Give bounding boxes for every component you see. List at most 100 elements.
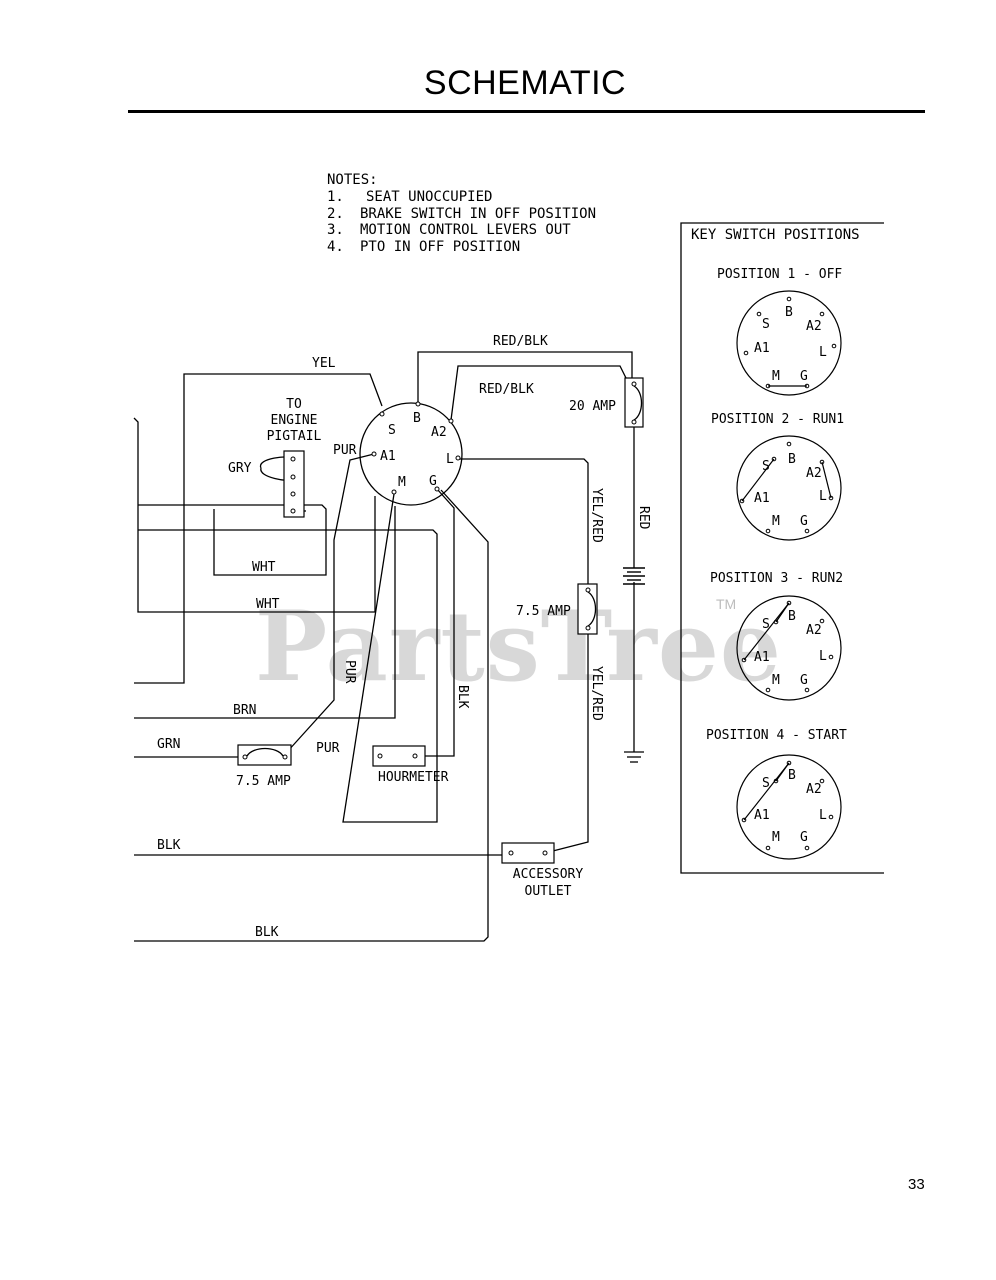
pigtail-pin [290, 508, 296, 514]
wire-red-blk-outer [417, 351, 633, 404]
label-pur-2: PUR [316, 741, 340, 756]
fuse-75l-body [237, 744, 292, 766]
svg-text:G: G [800, 830, 808, 845]
accessory-pin [542, 850, 548, 856]
wiring [133, 351, 635, 942]
svg-text:A1: A1 [754, 341, 770, 356]
terminal-a1-dot [371, 451, 377, 457]
note-text: BRAKE SWITCH IN OFF POSITION [360, 206, 596, 222]
hourmeter-pin [412, 753, 418, 759]
note-text: MOTION CONTROL LEVERS OUT [360, 222, 571, 238]
fuse-75l-pin [282, 754, 288, 760]
pigtail-label-2: ENGINE [271, 413, 318, 428]
pigtail-pin [290, 491, 296, 497]
accessory-outlet: ACCESSORY OUTLET [501, 842, 584, 899]
terminal-a2-dot [448, 418, 454, 424]
terminal-s-label: S [388, 423, 396, 438]
label-wht-2: WHT [256, 597, 280, 612]
pigtail-label-1: TO [286, 397, 302, 412]
svg-text:A1: A1 [754, 808, 770, 823]
fuse-20-pin [631, 419, 637, 425]
wire-labels: YEL RED/BLK RED/BLK PUR GRY WHT WHT BRN … [157, 334, 651, 940]
fuse-75l-pin [242, 754, 248, 760]
accessory-label-1: ACCESSORY [513, 867, 584, 882]
label-red-blk-2: RED/BLK [479, 382, 534, 397]
page-number: 33 [908, 1176, 925, 1193]
watermark-tm: TM [716, 596, 737, 612]
fuse-75-left-label: 7.5 AMP [236, 774, 291, 789]
position-3-label: POSITION 3 - RUN2 [710, 571, 843, 586]
engine-pigtail: TO ENGINE PIGTAIL [267, 397, 322, 518]
svg-text:G: G [800, 673, 808, 688]
svg-text:G: G [800, 514, 808, 529]
label-red-blk-1: RED/BLK [493, 334, 548, 349]
svg-text:L: L [819, 489, 827, 504]
svg-text:A1: A1 [754, 491, 770, 506]
hourmeter-label: HOURMETER [378, 770, 449, 785]
hourmeter-pin [377, 753, 383, 759]
svg-text:A1: A1 [754, 650, 770, 665]
terminal-m-label: M [398, 475, 406, 490]
wire-yel-red-1 [457, 458, 589, 586]
terminal-g-dot [434, 486, 440, 492]
label-grn: GRN [157, 737, 180, 752]
terminal-a1-label: A1 [380, 449, 396, 464]
pigtail-pin [290, 474, 296, 480]
fuse-75-left: 7.5 AMP [236, 744, 292, 789]
svg-text:L: L [819, 649, 827, 664]
wire-wht-outer [133, 417, 376, 613]
terminal-a2-label: A2 [431, 425, 447, 440]
key-switch-heading: KEY SWITCH POSITIONS [691, 227, 860, 243]
wire-pur-fuse [286, 453, 375, 753]
pigtail-pin [290, 456, 296, 462]
position-2-label: POSITION 2 - RUN1 [711, 412, 844, 427]
fuse-75r-pin [585, 625, 591, 631]
fuse-75-right-label: 7.5 AMP [516, 604, 571, 619]
svg-text:A2: A2 [806, 623, 822, 638]
accessory-body [501, 842, 555, 864]
label-brn: BRN [233, 703, 256, 718]
note-number: 1. [327, 189, 344, 205]
label-blk-1: BLK [157, 838, 181, 853]
label-blk-v: BLK [455, 685, 470, 709]
fuse-75r-element [587, 591, 597, 627]
note-number: 3. [327, 222, 344, 238]
label-wht-1: WHT [252, 560, 276, 575]
svg-text:M: M [772, 830, 780, 845]
label-red: RED [636, 506, 651, 530]
label-yel-red-1: YEL/RED [589, 488, 604, 543]
ignition-switch: S B A2 A1 L M G [359, 401, 463, 506]
label-pur-1: PUR [333, 443, 357, 458]
wire-red-blk-inner [450, 365, 629, 421]
svg-text:S: S [762, 617, 770, 632]
key-switch-frame [680, 222, 884, 874]
svg-text:G: G [800, 369, 808, 384]
svg-text:S: S [762, 459, 770, 474]
position-4-label: POSITION 4 - START [706, 728, 847, 743]
hourmeter: HOURMETER [372, 745, 449, 785]
accessory-pin [508, 850, 514, 856]
svg-text:M: M [772, 369, 780, 384]
note-text: PTO IN OFF POSITION [360, 239, 520, 255]
note-number: 2. [327, 206, 344, 222]
label-pur-3: PUR [342, 660, 357, 684]
wire-hourmeter-m [138, 493, 438, 823]
notes-block: NOTES: 1. SEAT UNOCCUPIED 2. BRAKE SWITC… [327, 172, 596, 255]
svg-text:S: S [762, 776, 770, 791]
ground-symbol [624, 751, 644, 763]
fuse-75r-pin [585, 587, 591, 593]
wire-brn [134, 506, 396, 719]
title-rule [128, 110, 925, 113]
position-1-label: POSITION 1 - OFF [717, 267, 842, 282]
fuse-75-right: 7.5 AMP [516, 583, 598, 635]
svg-text:B: B [788, 609, 796, 624]
svg-text:L: L [819, 808, 827, 823]
svg-text:B: B [785, 305, 793, 320]
fuse-20-element [633, 385, 643, 421]
svg-text:A2: A2 [806, 782, 822, 797]
pigtail-connector [283, 450, 305, 518]
